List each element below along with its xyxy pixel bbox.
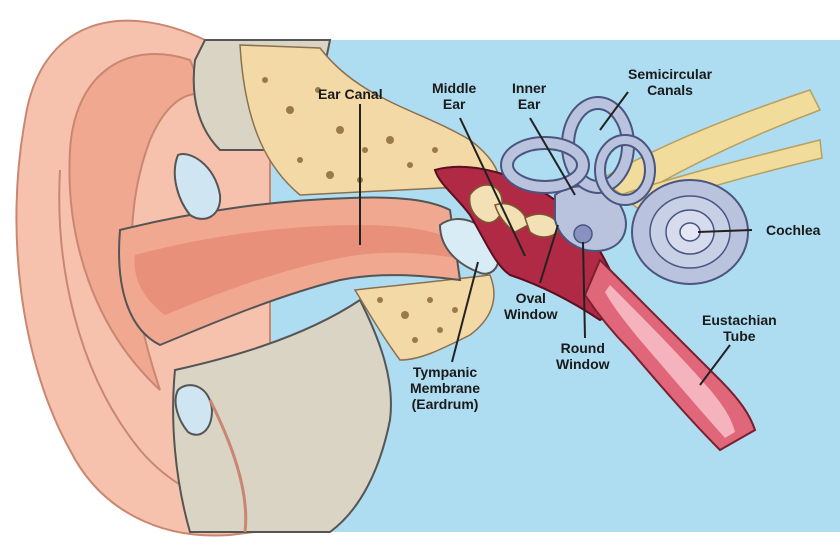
round-window-marker	[573, 224, 593, 244]
cochlea-shape	[631, 179, 749, 285]
leader-inner-ear	[529, 117, 576, 196]
ear-canal-core	[134, 225, 455, 315]
leader-middle-ear	[459, 117, 526, 257]
leader-round-window	[582, 241, 586, 339]
label-ear-canal: Ear Canal	[318, 86, 383, 102]
temporal-bone-lower	[353, 274, 495, 361]
cartilage-lower	[174, 384, 214, 436]
temporal-bone-upper	[239, 44, 501, 196]
leader-oval-window	[539, 224, 559, 284]
lobe-fold	[208, 399, 248, 533]
leader-semicircular	[599, 91, 629, 131]
leader-tympanic	[451, 261, 479, 363]
leader-cochlea	[697, 229, 753, 233]
eustachian-tube-core	[605, 285, 735, 438]
soft-tissue-lower	[172, 298, 392, 533]
pinna-fold	[68, 53, 207, 391]
leader-lines	[359, 91, 753, 386]
cartilage-upper	[173, 153, 222, 220]
label-cochlea: Cochlea	[766, 222, 821, 238]
leader-eustachian	[699, 344, 731, 386]
